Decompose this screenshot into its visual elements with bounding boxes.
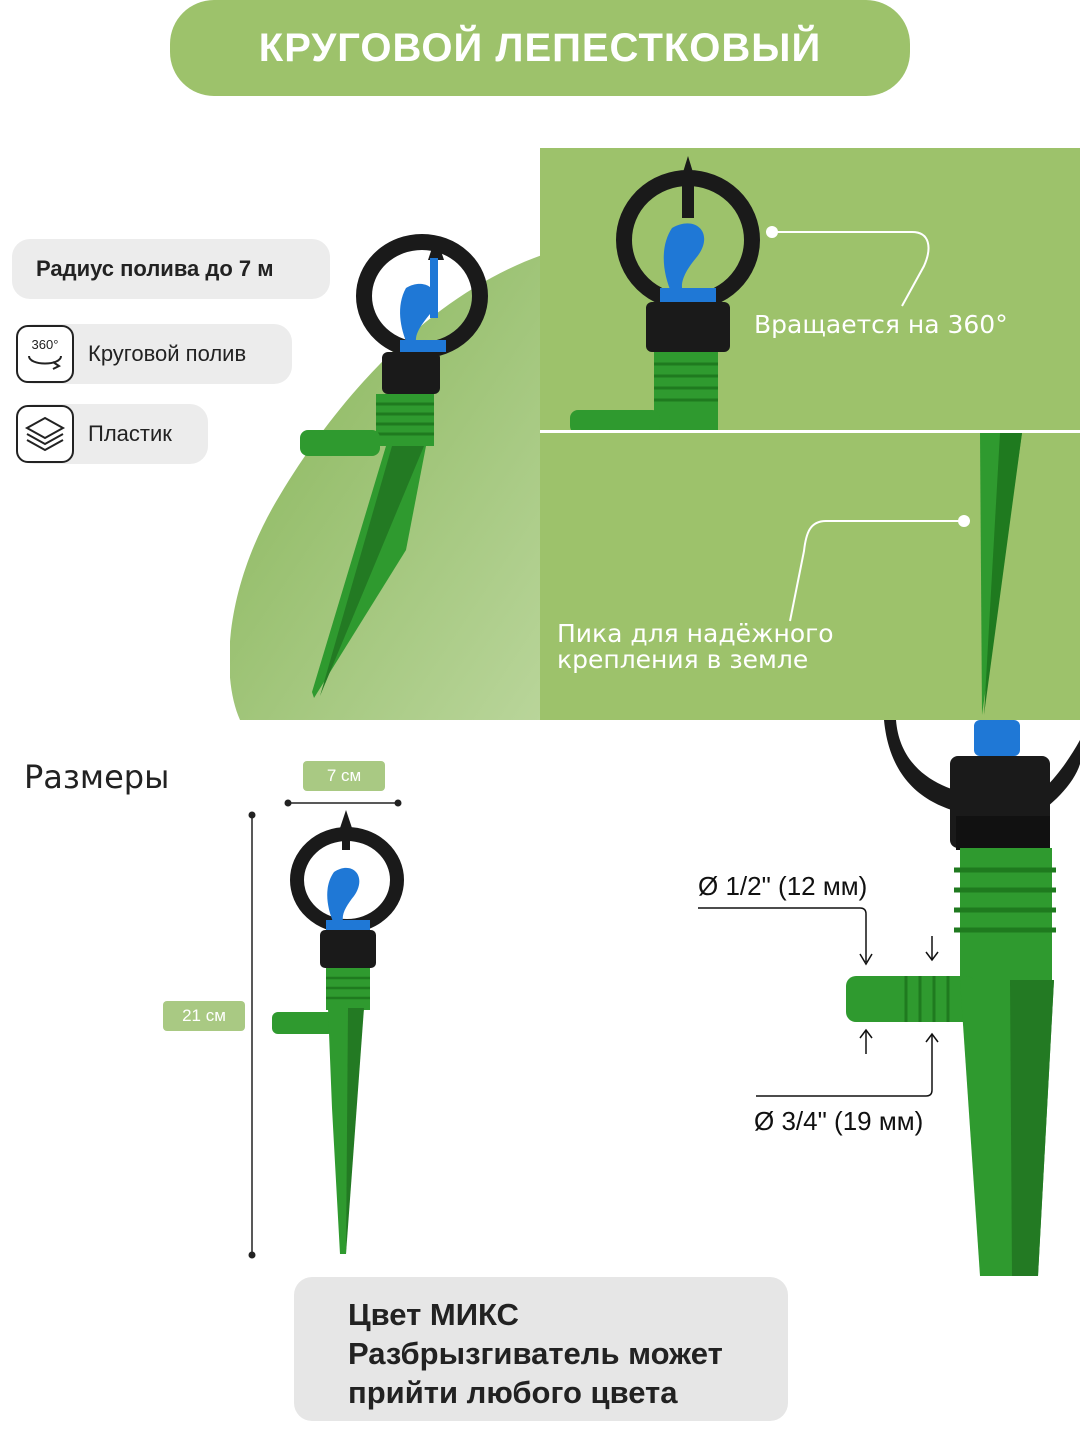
color-note-line2: Разбрызгиватель может [348,1336,723,1371]
page-title: КРУГОВОЙ ЛЕПЕСТКОВЫЙ [170,0,910,96]
circular-watering-label: Круговой полив [88,341,247,366]
rotation-detail-panel: Вращается на 360° [540,148,1080,430]
rotation-360-icon: 360° [16,325,74,383]
diameter-large-label: Ø 3/4" (19 мм) [754,1106,924,1136]
color-note-line3: прийти любого цвета [348,1375,678,1410]
connector-closeup-image [846,720,1080,1276]
height-tag: 21 см [163,1001,245,1031]
color-note-box: Цвет МИКС Разбрызгиватель может прийти л… [294,1277,788,1421]
dimensions-title: Размеры [24,758,170,796]
rotation-callout-text: Вращается на 360° [754,310,1008,339]
width-tag: 7 см [303,761,385,791]
sprinkler-hero-image [300,234,488,698]
diameter-callout-lines [698,907,939,1097]
layers-icon [16,405,74,463]
rotation-360-icon-text: 360° [32,337,59,352]
panel-divider [540,430,1080,433]
dimension-lines [248,799,402,1259]
spike-callout-text: Пика для надёжного крепления в земле [557,621,834,673]
watering-radius-badge: Радиус полива до 7 м [12,239,330,299]
spike-callout-line [789,515,970,622]
circular-watering-badge: 360° Круговой полив [16,324,292,384]
color-note-line1: Цвет МИКС [348,1297,519,1332]
rotation-callout-line [766,226,930,307]
sprinkler-head-closeup [570,156,760,430]
material-badge: Пластик [16,404,208,464]
spike-closeup [980,433,1022,715]
material-label: Пластик [88,421,172,446]
spike-callout-line1: Пика для надёжного [557,619,834,648]
diameter-small-label: Ø 1/2" (12 мм) [698,871,868,901]
sprinkler-dimensions-image [272,810,404,1254]
spike-detail-panel: Пика для надёжного крепления в земле [540,433,1080,720]
spike-callout-line2: крепления в земле [557,645,809,674]
